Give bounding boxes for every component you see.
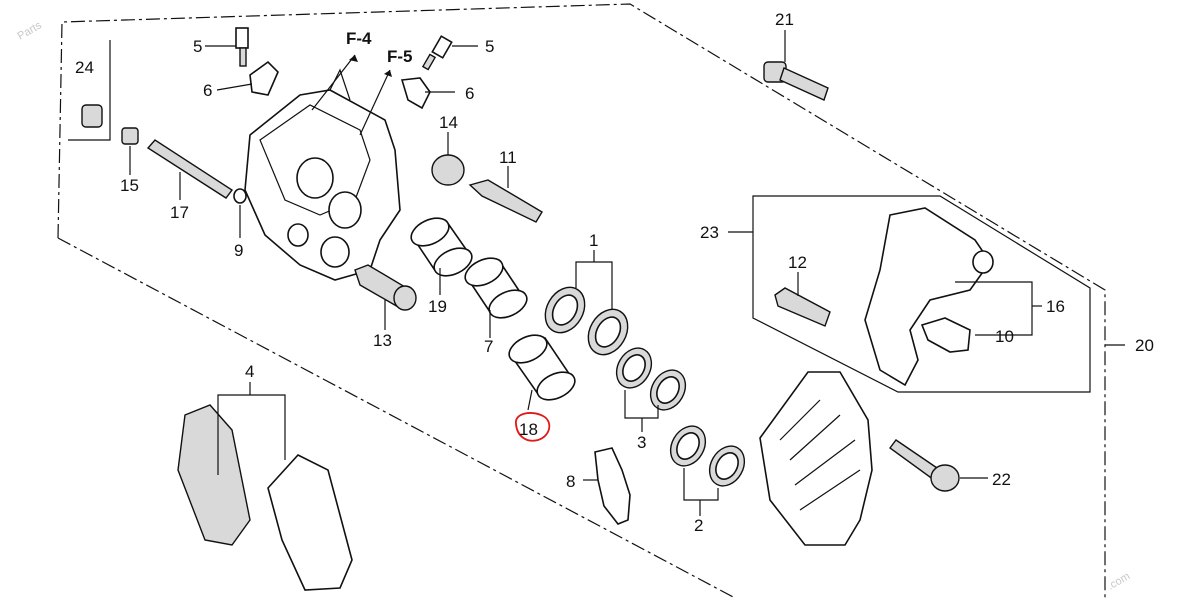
part-24-frame (68, 40, 111, 141)
label-12: 12 (788, 253, 807, 272)
label-5-left: 5 (193, 37, 202, 56)
label-5-right: 5 (485, 37, 494, 56)
ref-f5: F-5 (387, 47, 413, 66)
caliper-cover (759, 371, 873, 546)
label-1: 1 (589, 231, 598, 250)
label-17: 17 (170, 203, 189, 222)
label-7: 7 (484, 337, 493, 356)
label-6-right: 6 (465, 84, 474, 103)
part-23-bracket-frame (752, 195, 1091, 393)
label-16: 16 (1046, 297, 1065, 316)
f5-arrow (359, 69, 391, 136)
part-19-piston (410, 217, 473, 277)
label-6-left: 6 (203, 81, 212, 100)
label-15: 15 (120, 176, 139, 195)
part-17-pin (146, 139, 234, 199)
ref-f4: F-4 (346, 29, 372, 48)
label-11: 11 (499, 148, 517, 167)
label-22: 22 (992, 470, 1011, 489)
part-13-head (393, 285, 417, 311)
assembly-frame (57, 3, 1106, 598)
part-24-plug (81, 104, 103, 128)
part-10-clip (920, 317, 971, 353)
part-8-spring (594, 447, 631, 525)
part-21-bolt (763, 61, 829, 101)
part-23-bracket-boss (972, 250, 994, 274)
part-12-pin (774, 287, 831, 327)
part-1-seals (544, 286, 629, 356)
leader-lines (129, 30, 1042, 516)
label-13: 13 (373, 331, 392, 350)
label-23: 23 (700, 223, 719, 242)
label-10: 10 (995, 327, 1014, 346)
part-6-cap-right (400, 77, 431, 110)
label-8: 8 (566, 472, 575, 491)
caliper-body (244, 68, 401, 281)
label-3: 3 (637, 433, 646, 452)
label-18: 18 (519, 420, 538, 439)
part-4-brake-pads (177, 404, 353, 591)
part-15-cap (121, 127, 139, 145)
part-2-seals (669, 425, 746, 487)
label-19: 19 (428, 297, 447, 316)
part-9-washer (233, 188, 247, 204)
part-6-cap-left (249, 60, 279, 96)
part-14-boot (431, 154, 465, 186)
caliper-cover-ribs (779, 399, 861, 511)
label-20: 20 (1135, 336, 1154, 355)
label-21: 21 (775, 10, 794, 29)
part-5-bleeder-right (421, 35, 453, 71)
part-5-bleeder-left (235, 27, 249, 67)
part-18-piston (508, 334, 576, 401)
label-9: 9 (234, 241, 243, 260)
watermark: .com (1106, 570, 1133, 592)
watermark: Parts (16, 19, 45, 42)
f4-arrow (311, 54, 356, 111)
part-11-pin (468, 179, 543, 223)
part-3-seals (615, 347, 687, 411)
part-22-bolt (889, 439, 960, 492)
part-23-bracket (864, 207, 991, 387)
label-24: 24 (75, 58, 94, 77)
f4-arrowhead (349, 55, 358, 62)
label-2: 2 (694, 516, 703, 535)
label-4: 4 (245, 362, 254, 381)
f5-arrowhead (384, 70, 392, 77)
label-14: 14 (439, 113, 458, 132)
part-7-piston (464, 257, 528, 319)
assembly-frame-bottom (57, 237, 736, 598)
highlight-circle (515, 412, 551, 442)
